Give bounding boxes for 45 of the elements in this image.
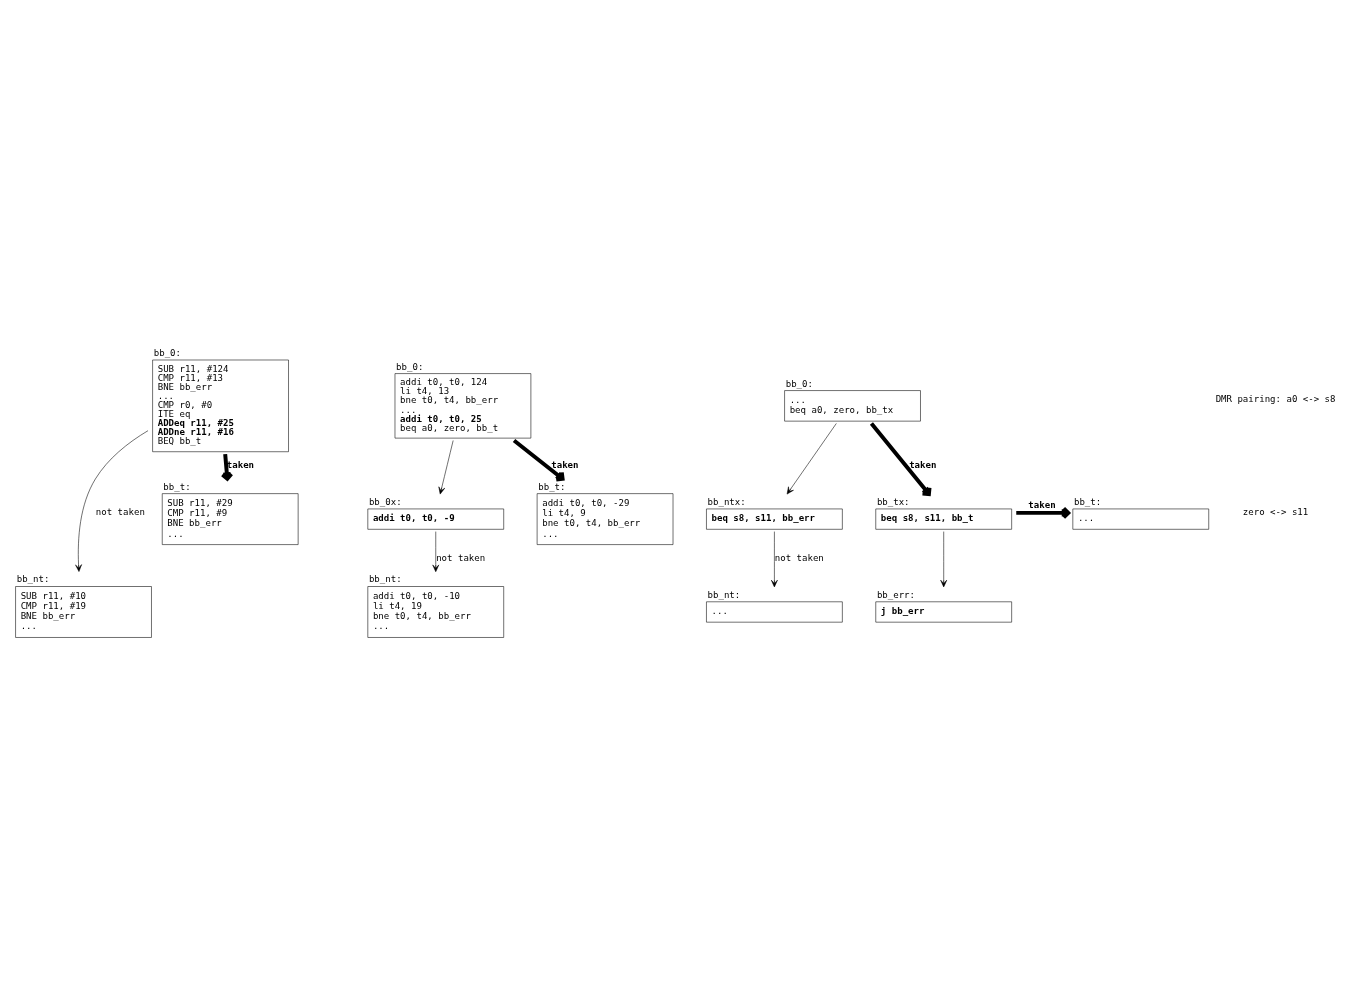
- node-box: addi t0, t0, 124 li t4, 13 bne t0, t4, bb_err ... addi t0, t0, 25 beq a0, zero, bb_t: [394, 372, 532, 438]
- arrow: [432, 530, 440, 572]
- edge-label: taken: [551, 459, 579, 470]
- edge-label: not taken: [95, 506, 145, 517]
- node-box: ...: [706, 601, 843, 622]
- node-label: bb_ntx:: [707, 496, 746, 507]
- label: DMR pairing: a0 <-> s8: [1215, 393, 1336, 404]
- node-box: ... beq a0, zero, bb_tx: [784, 389, 921, 421]
- node-box: addi t0, t0, -9: [367, 508, 504, 530]
- node-label: bb_0:: [785, 377, 813, 388]
- arrow: [940, 530, 948, 587]
- arrow: [220, 453, 234, 481]
- edge-label: taken: [909, 459, 937, 470]
- edge-label: taken: [226, 459, 255, 470]
- node-label: bb_nt:: [16, 573, 50, 584]
- node-label: bb_nt:: [368, 573, 402, 584]
- edge-label: taken: [1028, 499, 1056, 510]
- node-box: j bb_err: [875, 601, 1012, 622]
- node-box: SUB r11, #10 CMP r11, #19 BNE bb_err ...: [15, 585, 152, 638]
- node-box: SUB r11, #29 CMP r11, #9 BNE bb_err ...: [161, 492, 299, 545]
- node-box: beq s8, s11, bb_t: [875, 508, 1012, 530]
- arrow: [869, 421, 932, 496]
- node-box: beq s8, s11, bb_err: [706, 508, 843, 530]
- node-box: addi t0, t0, -10 li t4, 19 bne t0, t4, bb_err ...: [367, 585, 504, 638]
- node-label: bb_0:: [396, 361, 424, 371]
- arrow: [438, 439, 454, 494]
- edge-label: not taken: [436, 552, 486, 563]
- node-label: bb_0:: [153, 347, 181, 358]
- node-label: bb_0x:: [368, 496, 402, 507]
- node-box: addi t0, t0, -29 li t4, 9 bne t0, t4, bb_err ...: [536, 492, 674, 545]
- arrow: [1016, 505, 1071, 519]
- node-label: bb_nt:: [707, 589, 741, 600]
- node-label: bb_tx:: [876, 496, 910, 507]
- node-box: SUB r11, #124 CMP r11, #13 BNE bb_err ... CMP r0, #0 ITE eq ADDeq r11, #25 ADDne r11, #16 BEQ bb_t: [152, 359, 289, 452]
- node-label: bb_t:: [163, 481, 191, 492]
- arrow: [512, 438, 565, 481]
- node-label: bb_t:: [538, 481, 566, 492]
- arrow: [786, 422, 837, 494]
- arrow: [75, 429, 149, 572]
- node-box: ...: [1072, 508, 1210, 530]
- node-label: bb_err:: [876, 589, 916, 600]
- edge-label: not taken: [774, 552, 824, 563]
- arrow: [771, 530, 778, 587]
- node-label: bb_t:: [1073, 496, 1102, 507]
- label: zero <-> s11: [1242, 506, 1309, 517]
